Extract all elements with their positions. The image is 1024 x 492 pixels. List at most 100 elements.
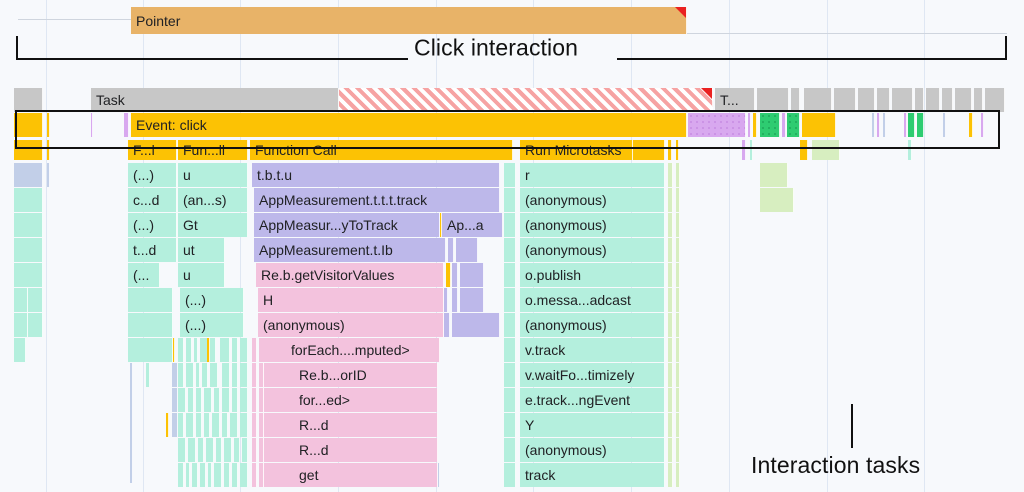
flame-bar-event-segment[interactable] [943, 113, 946, 137]
noise-bar[interactable] [630, 140, 633, 160]
noise-bar[interactable] [166, 413, 169, 437]
noise-bar[interactable] [676, 163, 680, 187]
flame-bar-event-segment[interactable] [91, 113, 93, 137]
noise-bar[interactable] [676, 213, 680, 237]
noise-bar[interactable] [222, 413, 228, 437]
flame-bar-task-segment[interactable] [804, 88, 832, 112]
flame-bar-u[interactable]: u [178, 263, 225, 287]
flame-bar-event-segment[interactable] [917, 113, 924, 137]
noise-bar[interactable] [186, 363, 194, 387]
flame-bar-anonymous[interactable]: (anonymous) [520, 313, 665, 337]
flame-bar-[interactable]: (...) [128, 213, 177, 237]
flame-bar-event-segment[interactable] [908, 113, 915, 137]
noise-bar[interactable] [188, 388, 194, 412]
flame-bar-task-segment[interactable] [942, 88, 953, 112]
flame-bar-event-segment[interactable] [782, 113, 786, 137]
noise-bar[interactable] [172, 413, 178, 437]
noise-bar[interactable] [172, 338, 175, 362]
noise-bar[interactable] [676, 463, 680, 487]
flame-bar-e-track-ngevent[interactable]: e.track...ngEvent [520, 388, 665, 412]
flame-bar-run-microtasks[interactable]: Run Microtasks [520, 140, 665, 160]
flame-bar-[interactable]: (...) [180, 313, 244, 337]
noise-bar[interactable] [504, 388, 516, 412]
flame-bar-sliver[interactable] [668, 140, 672, 160]
noise-bar[interactable] [252, 338, 257, 362]
noise-bar[interactable] [202, 363, 208, 387]
noise-bar[interactable] [668, 413, 673, 437]
noise-bar[interactable] [438, 213, 442, 237]
noise-bar[interactable] [668, 338, 673, 362]
flame-bar-anonymous[interactable]: (anonymous) [258, 313, 444, 337]
noise-bar[interactable] [172, 388, 178, 412]
flame-bar-task-segment[interactable] [915, 88, 924, 112]
noise-bar[interactable] [178, 413, 184, 437]
noise-bar[interactable] [504, 163, 516, 187]
noise-bar[interactable] [668, 313, 673, 337]
noise-bar[interactable] [259, 463, 264, 487]
noise-bar[interactable] [259, 363, 264, 387]
noise-bar[interactable] [668, 438, 673, 462]
flame-bar-event-segment[interactable] [14, 113, 43, 137]
flame-bar-u[interactable]: u [178, 163, 248, 187]
noise-bar[interactable] [252, 438, 257, 462]
noise-bar[interactable] [456, 238, 478, 262]
noise-bar[interactable] [676, 338, 680, 362]
flame-bar-event-segment[interactable] [124, 113, 129, 137]
flame-bar-task-segment[interactable] [858, 88, 875, 112]
flame-bar-function-call[interactable]: Function Call [250, 140, 513, 160]
flame-bar-task-segment[interactable] [926, 88, 940, 112]
noise-bar[interactable] [668, 263, 673, 287]
noise-bar[interactable] [812, 140, 840, 160]
flame-bar-task-segment[interactable] [757, 88, 789, 112]
left-stack-bar[interactable] [14, 338, 26, 362]
noise-bar[interactable] [676, 313, 680, 337]
interaction-bar-pointer[interactable]: Pointer [131, 7, 687, 34]
flame-bar-appmeasur-ytotrack[interactable]: AppMeasur...yToTrack [254, 213, 440, 237]
noise-bar[interactable] [452, 313, 500, 337]
flame-bar-task-segment[interactable] [14, 88, 43, 112]
flame-bar-task-segment[interactable] [955, 88, 972, 112]
noise-bar[interactable] [240, 463, 248, 487]
flame-bar-appmeasurement-t-ib[interactable]: AppMeasurement.t.Ib [254, 238, 446, 262]
flame-bar-event-segment[interactable] [753, 113, 757, 137]
flame-bar-anonymous[interactable]: (anonymous) [520, 238, 665, 262]
noise-bar[interactable] [204, 413, 210, 437]
flame-bar-c-d[interactable]: c...d [128, 188, 177, 212]
noise-bar[interactable] [230, 413, 238, 437]
flame-bar-t-b-t-u[interactable]: t.b.t.u [252, 163, 500, 187]
noise-bar[interactable] [668, 238, 673, 262]
flame-bar-anonymous[interactable]: (anonymous) [520, 213, 665, 237]
flame-bar[interactable] [128, 313, 173, 337]
noise-bar[interactable] [240, 413, 248, 437]
noise-bar[interactable] [188, 438, 196, 462]
flame-bar-track[interactable]: track [520, 463, 665, 487]
noise-bar[interactable] [208, 463, 212, 487]
noise-bar[interactable] [668, 388, 673, 412]
flame-bar[interactable] [128, 288, 173, 312]
noise-bar[interactable] [224, 463, 230, 487]
noise-bar[interactable] [216, 438, 222, 462]
noise-bar[interactable] [668, 213, 673, 237]
noise-bar[interactable] [252, 388, 257, 412]
noise-bar[interactable] [222, 363, 230, 387]
flame-bar-gt[interactable]: Gt [178, 213, 248, 237]
left-stack-tick[interactable] [47, 163, 50, 187]
flame-bar-y[interactable]: Y [520, 413, 665, 437]
flame-bar-task-segment[interactable] [834, 88, 856, 112]
noise-bar[interactable] [198, 438, 204, 462]
noise-bar[interactable] [452, 263, 458, 287]
noise-bar[interactable] [220, 338, 230, 362]
left-stack-bar[interactable] [14, 288, 28, 312]
noise-bar[interactable] [676, 238, 680, 262]
noise-bar[interactable] [802, 140, 808, 160]
flame-bar-task-segment[interactable] [985, 88, 1005, 112]
left-stack-bar[interactable] [14, 238, 43, 262]
noise-bar[interactable] [504, 413, 516, 437]
flame-bar-task-segment[interactable] [791, 88, 800, 112]
noise-bar[interactable] [504, 313, 516, 337]
noise-bar[interactable] [207, 338, 210, 362]
noise-bar[interactable] [668, 363, 673, 387]
flame-bar-get[interactable]: get [264, 463, 438, 487]
noise-bar[interactable] [252, 363, 257, 387]
